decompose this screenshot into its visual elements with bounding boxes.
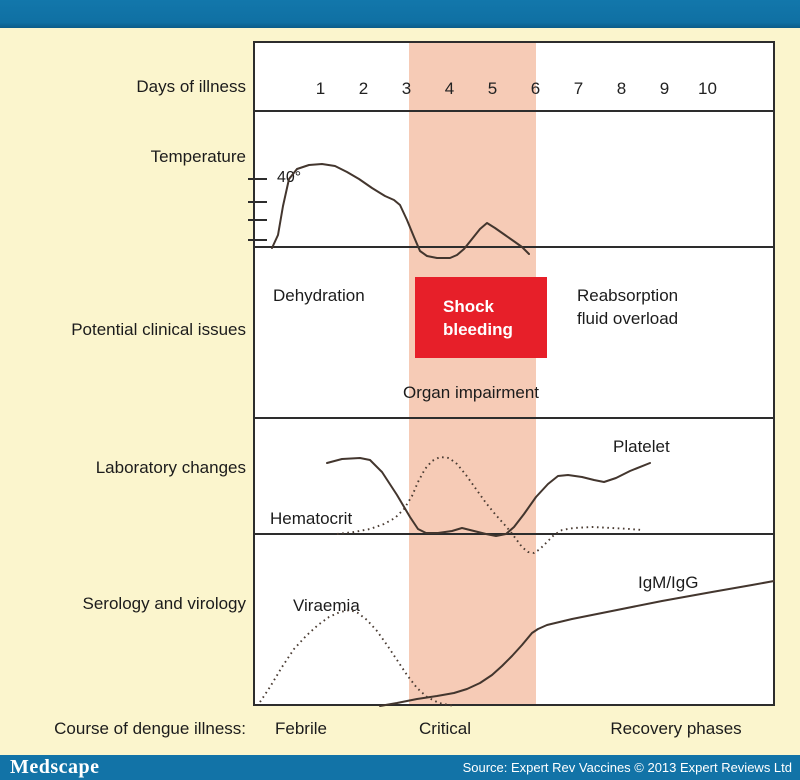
figure-panel: 1 2 3 4 5 6 7 8 9 10 40° Dehydration Shock bleedi… [248, 41, 775, 707]
day-number: 5 [487, 79, 498, 98]
row-label-temperature: Temperature [150, 147, 246, 166]
row-label-course: Course of dengue illness: [54, 719, 246, 738]
divider-temperature-baseline [255, 246, 773, 248]
organ-impairment-label: Organ impairment [402, 383, 540, 402]
temperature-40-label: 40° [277, 169, 302, 186]
viraemia-label: Viraemia [293, 596, 360, 615]
divider-days-temperature [255, 110, 773, 112]
day-number: 1 [315, 79, 326, 98]
days-row: 1 2 3 4 5 6 7 8 9 10 [299, 77, 729, 101]
phase-label-febrile: Febrile [275, 719, 327, 738]
medscape-logo: Medscape [10, 756, 100, 778]
row-label-serology-virology: Serology and virology [82, 594, 246, 613]
divider-laboratory-baseline [255, 533, 773, 535]
platelet-label: Platelet [613, 437, 670, 456]
reabsorption-line1: Reabsorption [577, 286, 679, 305]
day-number: 8 [616, 79, 627, 98]
shock-line2: bleeding [443, 319, 513, 339]
critical-phase-band [409, 43, 536, 704]
day-number: 6 [530, 79, 541, 98]
dehydration-label: Dehydration [273, 286, 365, 305]
day-number: 2 [358, 79, 369, 98]
phase-label-recovery: Recovery phases [610, 719, 742, 738]
day-number: 4 [444, 79, 455, 98]
day-number: 7 [573, 79, 584, 98]
igm-igg-label: IgM/IgG [638, 573, 699, 592]
shock-bleeding-box: Shock bleeding [415, 277, 547, 358]
row-label-clinical-issues: Potential clinical issues [71, 320, 246, 339]
hematocrit-label: Hematocrit [270, 509, 353, 528]
header-bar [0, 0, 800, 28]
source-credit: Source: Expert Rev Vaccines © 2013 Exper… [462, 760, 792, 775]
day-number: 9 [659, 79, 670, 98]
reabsorption-line2: fluid overload [577, 309, 679, 328]
shock-line1: Shock [443, 296, 495, 316]
divider-clinical-laboratory [255, 417, 773, 419]
row-label-days: Days of illness [136, 77, 246, 96]
footer-bar: Medscape Source: Expert Rev Vaccines © 2… [0, 755, 800, 780]
day-number: 10 [698, 79, 717, 98]
row-label-laboratory-changes: Laboratory changes [95, 458, 246, 477]
reabsorption-label: Reabsorption fluid overload [577, 284, 678, 330]
phase-label-critical: Critical [419, 719, 471, 738]
day-number: 3 [401, 79, 412, 98]
